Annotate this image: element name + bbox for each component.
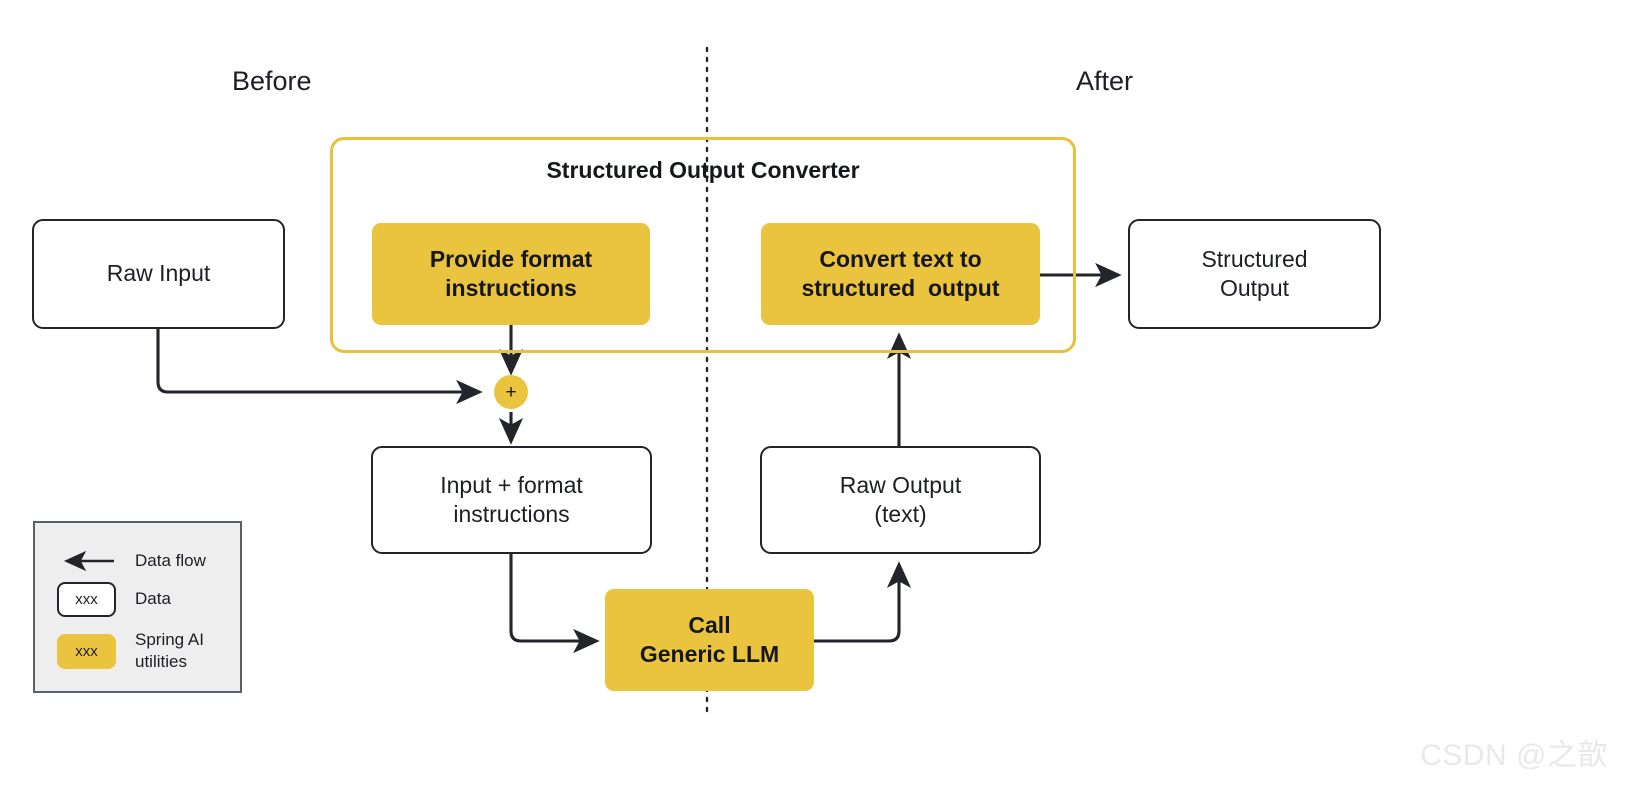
legend-label-data: Data	[135, 589, 171, 609]
legend-row-data-flow: Data flow	[57, 550, 206, 572]
csdn-watermark: CSDN @之歆	[1420, 739, 1608, 772]
legend-row-spring-ai-utilities: xxx Spring AI utilities	[57, 629, 204, 673]
node-input-format-line-1: Input + format	[440, 471, 583, 498]
node-plus-combiner[interactable]: +	[494, 375, 528, 409]
node-raw-output[interactable]: Raw Output (text)	[760, 446, 1041, 554]
node-convert-text-line-2: structured output	[801, 275, 1000, 301]
node-raw-output-line-1: Raw Output	[839, 471, 962, 498]
node-provide-format-line-1: Provide format	[429, 245, 593, 272]
legend-utility-swatch-text: xxx	[75, 642, 98, 660]
legend-utility-swatch: xxx	[57, 633, 116, 669]
node-provide-format-instructions[interactable]: Provide format instructions	[372, 223, 650, 325]
node-provide-format-line-2: instructions	[445, 275, 577, 301]
structured-output-converter-title: Structured Output Converter	[546, 157, 860, 183]
node-structured-output[interactable]: Structured Output	[1128, 219, 1381, 329]
section-title-after: After	[1076, 66, 1134, 96]
arrow-call-llm-to-raw-output	[814, 561, 912, 643]
legend-label-spring-ai-line-1: Spring AI	[135, 630, 204, 649]
node-input-plus-format-instructions[interactable]: Input + format instructions	[371, 446, 652, 554]
structured-output-converter-frame	[330, 137, 1076, 353]
legend-row-data: xxx Data	[57, 582, 171, 617]
arrow-input-format-to-call-llm	[509, 554, 600, 654]
legend-panel: Data flow xxx Data xxx Spring AI utiliti…	[33, 521, 242, 693]
node-call-llm-line-1: Call	[688, 611, 731, 638]
node-raw-input[interactable]: Raw Input	[32, 219, 285, 329]
node-structured-output-line-1: Structured	[1201, 245, 1308, 272]
legend-data-swatch: xxx	[57, 582, 116, 617]
section-title-before: Before	[232, 66, 312, 96]
legend-arrow-swatch	[57, 550, 116, 572]
legend-data-swatch-text: xxx	[75, 591, 98, 608]
node-call-llm-line-2: Generic LLM	[639, 641, 780, 667]
plus-symbol: +	[505, 381, 517, 403]
legend-label-spring-ai: Spring AI utilities	[135, 629, 204, 673]
legend-label-data-flow: Data flow	[135, 551, 206, 570]
node-convert-text-to-structured-output[interactable]: Convert text to structured output	[761, 223, 1040, 325]
node-raw-output-line-2: (text)	[874, 501, 927, 527]
node-structured-output-line-2: Output	[1219, 275, 1290, 301]
node-call-generic-llm[interactable]: Call Generic LLM	[605, 589, 814, 691]
data-flow-arrow-icon	[63, 550, 114, 572]
node-input-format-line-2: instructions	[453, 501, 570, 527]
legend-label-spring-ai-line-2: utilities	[135, 652, 187, 672]
node-raw-input-label: Raw Input	[106, 260, 211, 287]
node-convert-text-line-1: Convert text to	[819, 245, 982, 272]
